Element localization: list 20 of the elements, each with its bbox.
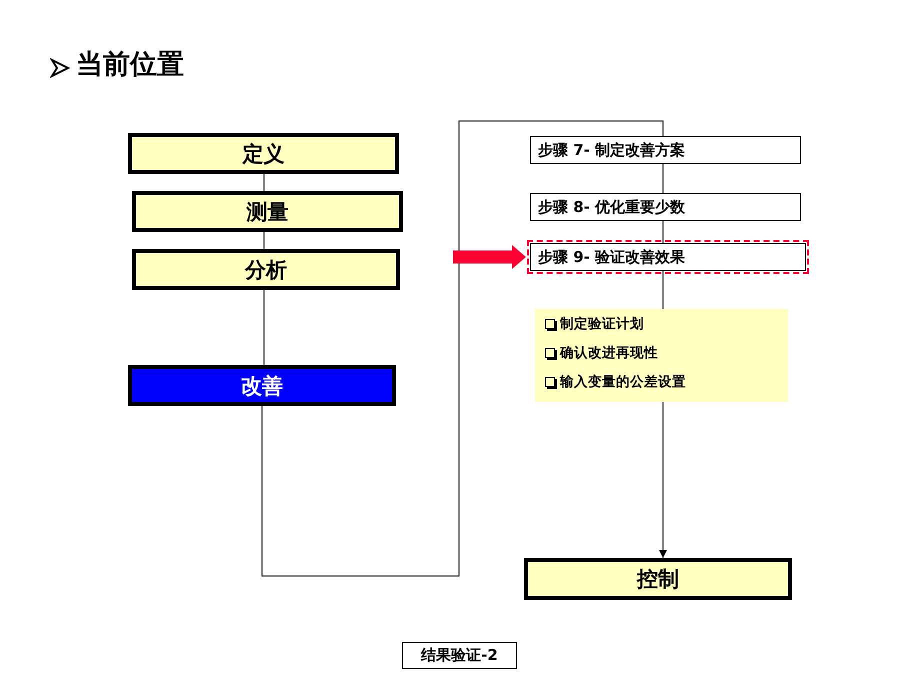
connector-line <box>662 220 664 244</box>
phase-box: 定义 <box>128 133 399 174</box>
thick-arrow <box>453 245 526 269</box>
step-box: 步骤 7- 制定改善方案 <box>530 136 801 164</box>
highlighted-step-box: 步骤 9- 验证改善效果 <box>530 243 806 271</box>
connector-line <box>662 270 664 310</box>
arrow <box>659 402 667 558</box>
page-title: 当前位置 <box>76 48 184 82</box>
phase-box: 测量 <box>132 191 403 232</box>
phase-box: 控制 <box>524 558 792 600</box>
current-phase-box: 改善 <box>128 365 396 406</box>
checklist-item: 确认改进再现性 <box>560 344 658 362</box>
connector-line <box>262 120 664 576</box>
connector-line <box>662 164 664 194</box>
checklist-note <box>535 309 788 402</box>
page-label: 结果验证-2 <box>402 642 517 669</box>
checklist-item: 输入变量的公差设置 <box>560 373 686 391</box>
step-box: 步骤 8- 优化重要少数 <box>530 193 801 221</box>
checklist-item: 制定验证计划 <box>560 315 644 333</box>
phase-box: 分析 <box>132 249 400 290</box>
